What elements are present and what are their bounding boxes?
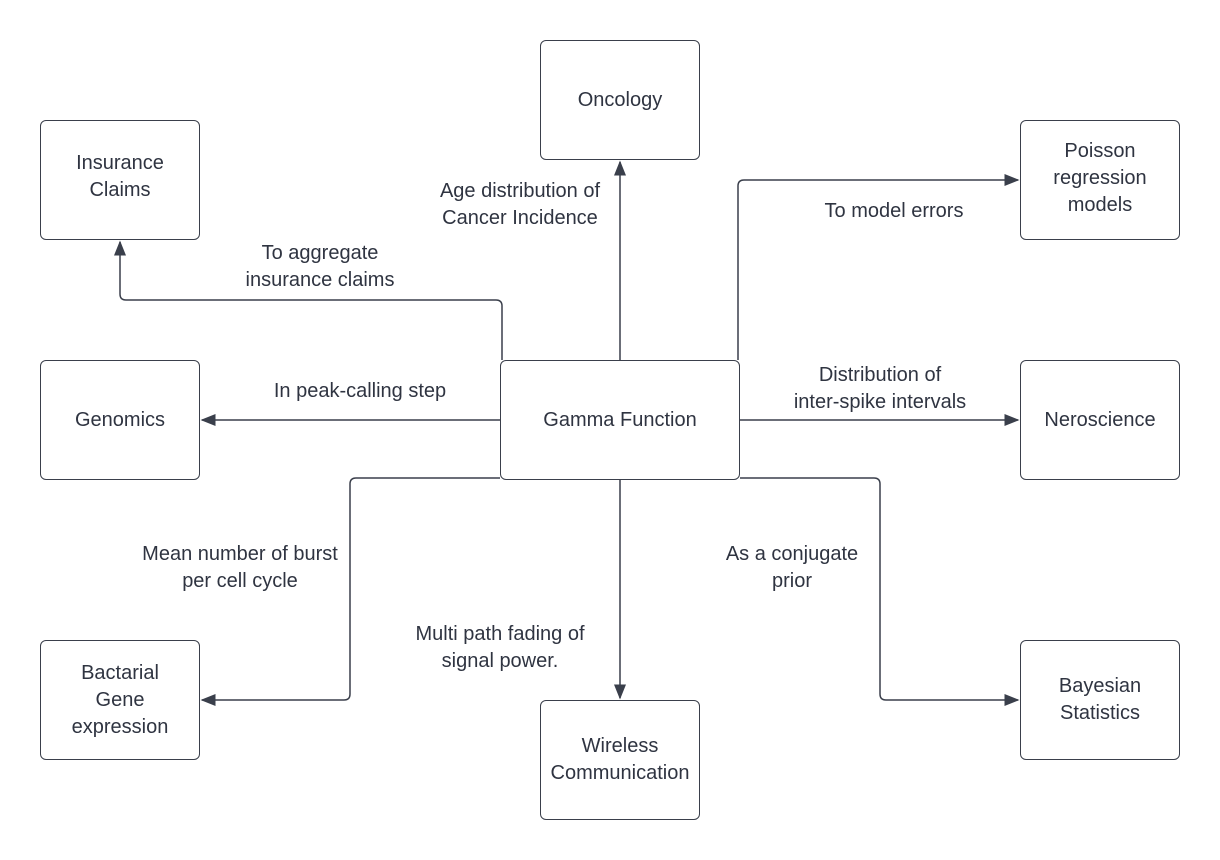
node-oncology[interactable]: Oncology bbox=[540, 40, 700, 160]
edge-insurance bbox=[114, 240, 503, 360]
edge-label-bacterial: Mean number of burst per cell cycle bbox=[142, 543, 338, 592]
node-gamma-function[interactable]: Gamma Function bbox=[500, 360, 740, 480]
node-neuroscience[interactable]: Neroscience bbox=[1020, 360, 1180, 480]
edge-label-genomics: In peak-calling step bbox=[273, 380, 447, 402]
edge-poisson bbox=[737, 174, 1020, 360]
edge-label-wireless: Multi path fading of signal power. bbox=[415, 623, 585, 672]
edge-bayesian bbox=[740, 477, 1020, 706]
node-genomics[interactable]: Genomics bbox=[40, 360, 200, 480]
node-poisson-regression[interactable]: Poisson regression models bbox=[1020, 120, 1180, 240]
node-wireless-communication[interactable]: Wireless Communication bbox=[540, 700, 700, 820]
edge-label-insurance: To aggregate insurance claims bbox=[245, 242, 395, 291]
edge-label-oncology: Age distribution of Cancer Incidence bbox=[439, 180, 601, 229]
node-bacterial-gene-expression[interactable]: Bactarial Gene expression bbox=[40, 640, 200, 760]
node-insurance-claims[interactable]: Insurance Claims bbox=[40, 120, 200, 240]
edge-label-bayesian: As a conjugate prior bbox=[725, 543, 859, 592]
edge-bacterial bbox=[200, 477, 500, 706]
edge-label-poisson: To model errors bbox=[824, 200, 964, 222]
edge-label-neuroscience: Distribution of inter-spike intervals bbox=[793, 364, 967, 413]
node-bayesian-statistics[interactable]: Bayesian Statistics bbox=[1020, 640, 1180, 760]
